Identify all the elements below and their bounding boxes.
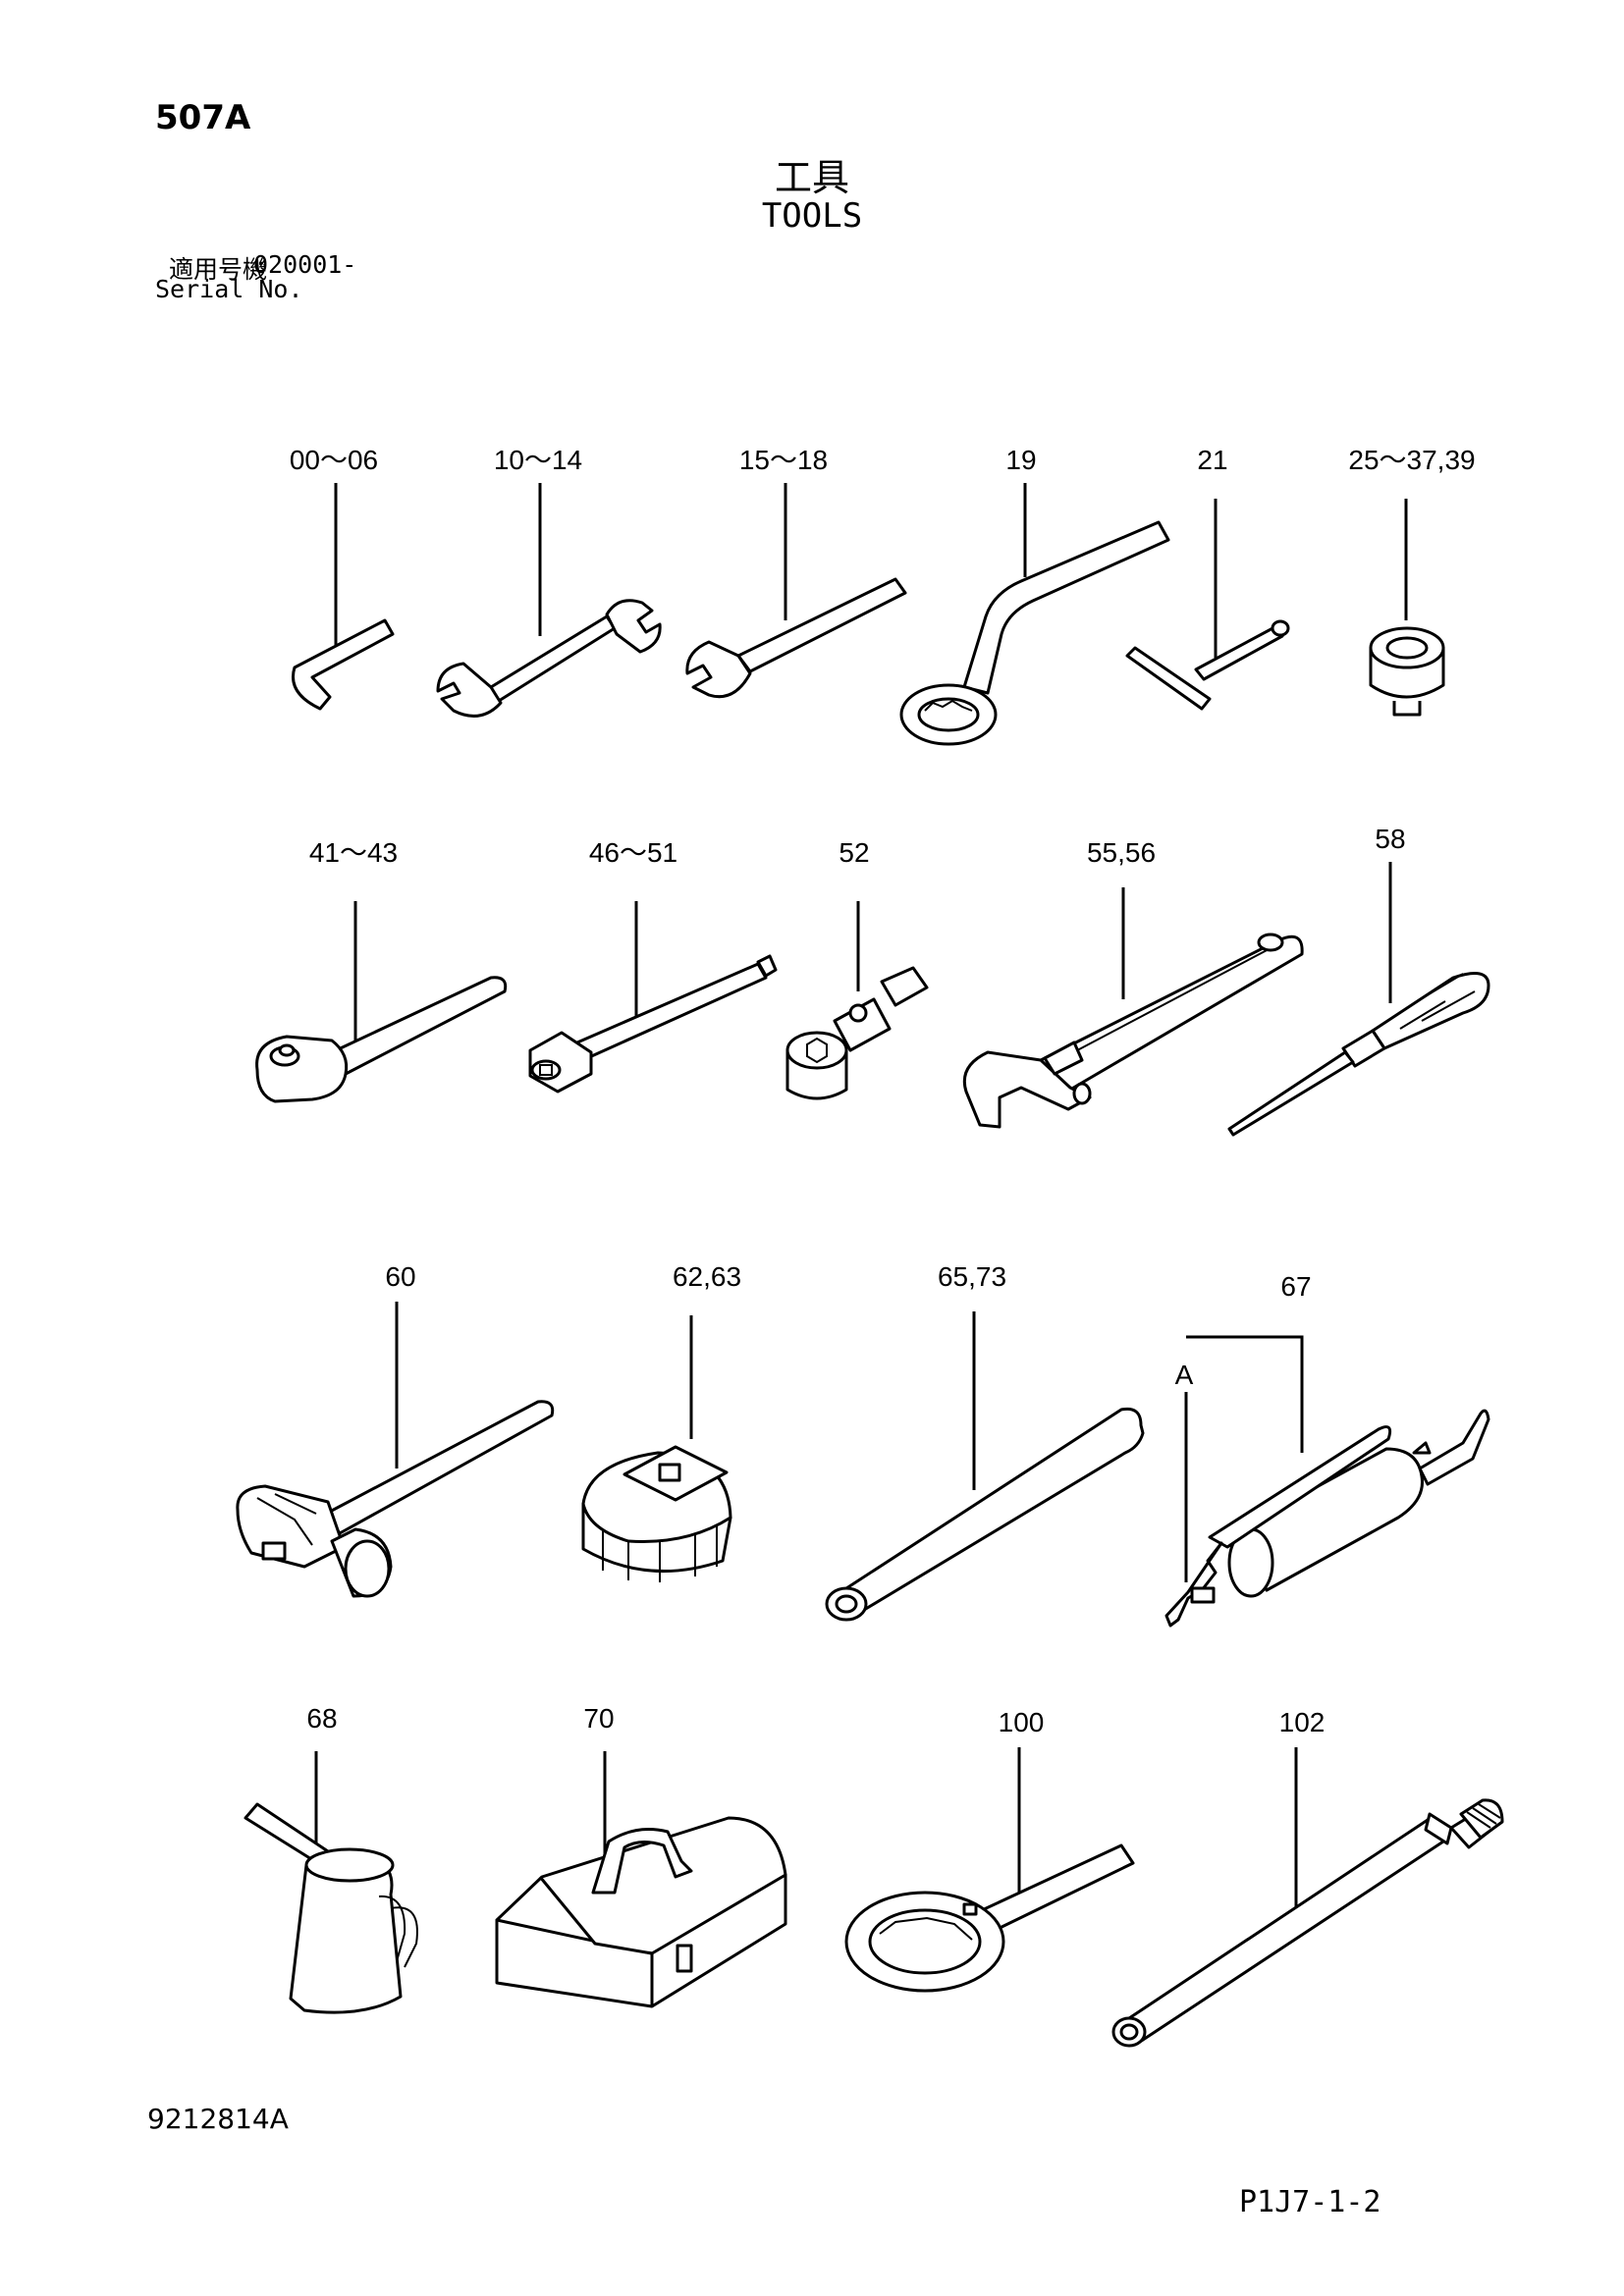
filter-wrench-cap: 62,63: [581, 1261, 741, 1582]
callout-52: 52: [839, 837, 869, 868]
pipe-bar: 65,73: [825, 1261, 1145, 1622]
page-reference: P1J7-1-2: [1239, 2185, 1381, 2219]
socket: 25～37,39: [1348, 445, 1476, 717]
callout-41-43: 41～43: [309, 837, 398, 868]
open-end-wrench-large: 15～18: [685, 445, 907, 699]
callout-25-39: 25～37,39: [1348, 445, 1475, 475]
page-code: 507A: [155, 98, 251, 137]
grease-gun: 67 A: [1164, 1271, 1490, 1628]
callout-102: 102: [1279, 1707, 1326, 1737]
callout-62-63: 62,63: [673, 1261, 741, 1292]
page-title-english: TOOLS: [761, 196, 863, 236]
hex-key-tool: 00～06: [290, 445, 395, 711]
callout-55-56: 55,56: [1087, 837, 1156, 868]
drawing-number: 9212814A: [147, 2103, 289, 2135]
callout-65-73: 65,73: [938, 1261, 1006, 1292]
t-handle-wrench: 21: [1125, 445, 1290, 711]
callout-70: 70: [583, 1703, 614, 1734]
callout-67: 67: [1280, 1271, 1311, 1302]
open-end-wrench-small: 10～14: [436, 445, 662, 718]
serial-value: 020001-: [253, 250, 357, 279]
hammer: 60: [236, 1261, 555, 1598]
ring-spanner-large: 100: [844, 1707, 1135, 1993]
callout-15-18: 15～18: [739, 445, 828, 475]
callout-a: A: [1175, 1360, 1194, 1390]
callout-60: 60: [385, 1261, 415, 1292]
serial-label-japanese: 適用号機: [169, 255, 268, 284]
ratchet-handle: 41～43: [255, 837, 508, 1103]
screwdriver: 58: [1227, 824, 1490, 1137]
callout-46-51: 46～51: [589, 837, 677, 868]
callout-10-14: 10～14: [494, 445, 582, 475]
callout-19: 19: [1005, 445, 1036, 475]
tool-box: 70: [495, 1703, 787, 2008]
callout-00-06: 00～06: [290, 445, 378, 475]
pipe-with-knurled-handle: 102: [1111, 1707, 1504, 2048]
oil-can: 68: [244, 1703, 418, 2014]
serial-label-english: Serial No.: [155, 275, 303, 303]
universal-joint: 52: [785, 837, 929, 1100]
extension-bar: 46～51: [528, 837, 778, 1094]
callout-68: 68: [306, 1703, 337, 1734]
callout-58: 58: [1375, 824, 1405, 854]
callout-21: 21: [1197, 445, 1227, 475]
adjustable-wrench: 55,56: [962, 837, 1304, 1129]
callout-100: 100: [999, 1707, 1045, 1737]
page-title-japanese: 工具: [774, 156, 849, 199]
offset-ring-wrench: 19: [899, 445, 1170, 746]
